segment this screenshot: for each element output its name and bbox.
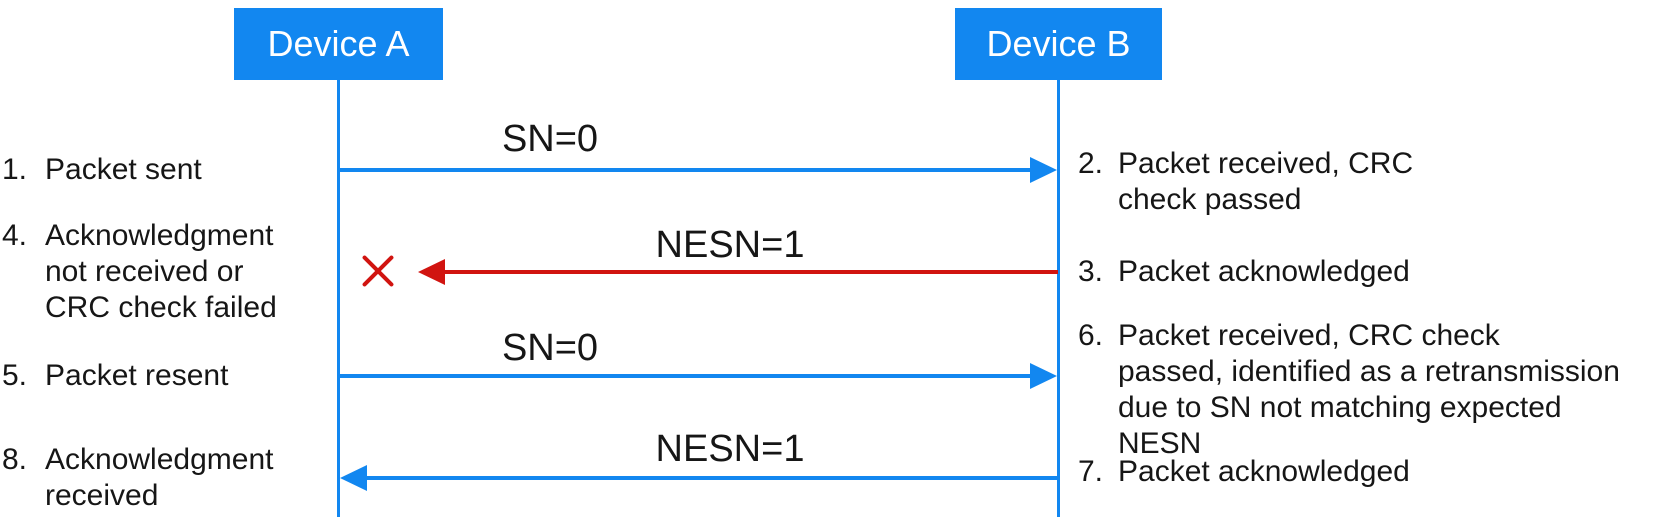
- note-2-number: 2.: [1078, 147, 1104, 180]
- message-2-line: [445, 270, 1058, 274]
- note-5-text: Packet resent: [45, 359, 229, 392]
- note-1-packet-sent: 1. Packet sent: [2, 152, 345, 188]
- message-1-label: SN=0: [501, 118, 599, 160]
- message-1-arrowhead-icon: [1030, 157, 1057, 183]
- message-2-label: NESN=1: [655, 224, 805, 266]
- actor-device-b-label: Device B: [986, 23, 1131, 64]
- note-5-number: 5.: [2, 359, 28, 392]
- message-4-label: NESN=1: [655, 428, 805, 470]
- note-4-ack-not-received: 4. Acknowledgment not received or CRC ch…: [2, 218, 345, 326]
- note-3-text: Packet acknowledged: [1118, 255, 1410, 288]
- actor-device-b: Device B: [955, 8, 1162, 80]
- message-3-line: [340, 374, 1032, 378]
- message-4-arrowhead-icon: [340, 465, 367, 491]
- note-1-text: Packet sent: [45, 153, 202, 186]
- note-6-text: Packet received, CRC check passed, ident…: [1118, 319, 1620, 460]
- message-3-arrowhead-icon: [1030, 363, 1057, 389]
- transmission-failed-x-icon: [361, 254, 395, 288]
- note-7-text: Packet acknowledged: [1118, 455, 1410, 488]
- note-2-packet-received: 2. Packet received, CRC check passed: [1078, 146, 1672, 218]
- note-3-number: 3.: [1078, 255, 1104, 288]
- note-8-number: 8.: [2, 443, 28, 476]
- actor-device-a-label: Device A: [267, 23, 410, 64]
- lifeline-device-a: [337, 80, 340, 517]
- note-6-retransmission-identified: 6. Packet received, CRC check passed, id…: [1078, 318, 1672, 462]
- note-5-packet-resent: 5. Packet resent: [2, 358, 345, 394]
- message-1-line: [340, 168, 1032, 172]
- note-4-number: 4.: [2, 219, 28, 252]
- lifeline-device-b: [1057, 80, 1060, 517]
- note-8-text: Acknowledgment received: [45, 443, 274, 512]
- note-8-ack-received: 8. Acknowledgment received: [2, 442, 345, 514]
- note-3-packet-acknowledged: 3. Packet acknowledged: [1078, 254, 1672, 290]
- message-4-line: [367, 476, 1058, 480]
- note-2-text: Packet received, CRC check passed: [1118, 147, 1414, 216]
- note-7-number: 7.: [1078, 455, 1104, 488]
- message-2-arrowhead-icon: [418, 259, 445, 285]
- actor-device-a: Device A: [234, 8, 443, 80]
- message-3-label: SN=0: [501, 327, 599, 369]
- note-6-number: 6.: [1078, 319, 1104, 352]
- note-7-packet-acknowledged: 7. Packet acknowledged: [1078, 454, 1672, 490]
- note-1-number: 1.: [2, 153, 28, 186]
- note-4-text: Acknowledgment not received or CRC check…: [45, 219, 277, 324]
